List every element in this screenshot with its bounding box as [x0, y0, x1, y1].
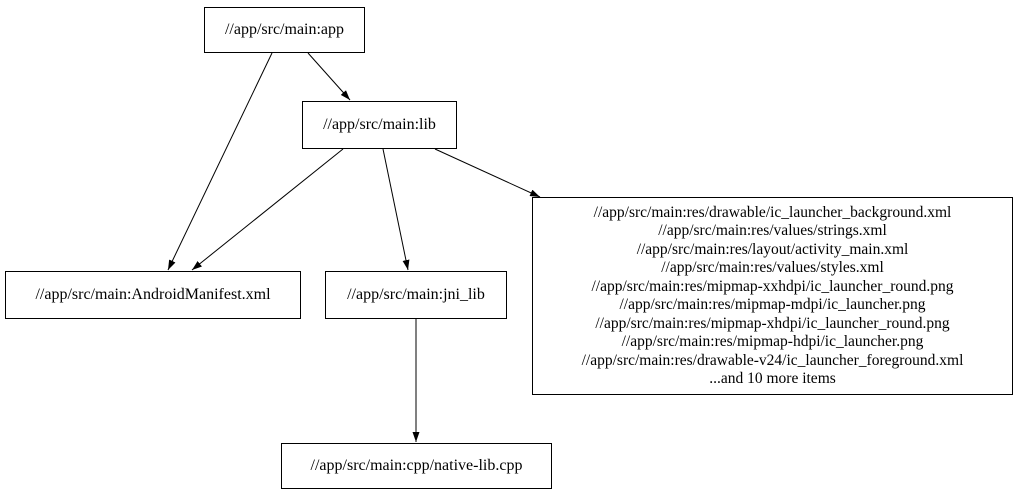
edge-lib-resgroup [434, 148, 541, 198]
res-group-line: //app/src/main:res/mipmap-hdpi/ic_launch… [621, 333, 924, 350]
node-lib: //app/src/main:lib [302, 101, 457, 149]
node-res-group: //app/src/main:res/drawable/ic_launcher_… [532, 197, 1013, 395]
node-jni-lib: //app/src/main:jni_lib [325, 271, 507, 319]
res-group-line: //app/src/main:res/values/styles.xml [661, 259, 884, 276]
node-native-lib-label: //app/src/main:cpp/native-lib.cpp [310, 457, 523, 474]
node-app-label: //app/src/main:app [224, 21, 345, 38]
res-group-line: //app/src/main:res/mipmap-mdpi/ic_launch… [619, 296, 926, 313]
node-native-lib: //app/src/main:cpp/native-lib.cpp [281, 443, 552, 489]
res-group-line: //app/src/main:res/drawable/ic_launcher_… [593, 203, 952, 221]
edge-lib-manifest [191, 148, 344, 271]
edge-app-lib [307, 52, 351, 101]
res-group-line: //app/src/main:res/drawable-v24/ic_launc… [581, 351, 964, 369]
node-android-manifest: //app/src/main:AndroidManifest.xml [5, 271, 301, 319]
res-group-line: //app/src/main:res/values/strings.xml [658, 222, 887, 239]
res-group-line: //app/src/main:res/layout/activity_main.… [636, 240, 909, 258]
res-group-more-items: ...and 10 more items [709, 370, 836, 387]
node-app: //app/src/main:app [204, 7, 365, 53]
res-group-line: //app/src/main:res/mipmap-xhdpi/ic_launc… [595, 314, 950, 332]
node-jni-lib-label: //app/src/main:jni_lib [347, 286, 485, 303]
node-lib-label: //app/src/main:lib [323, 116, 436, 133]
node-android-manifest-label: //app/src/main:AndroidManifest.xml [35, 286, 271, 303]
edge-lib-jnilib [382, 148, 410, 271]
edge-app-manifest [167, 52, 273, 271]
res-group-line: //app/src/main:res/mipmap-xxhdpi/ic_laun… [591, 277, 954, 295]
